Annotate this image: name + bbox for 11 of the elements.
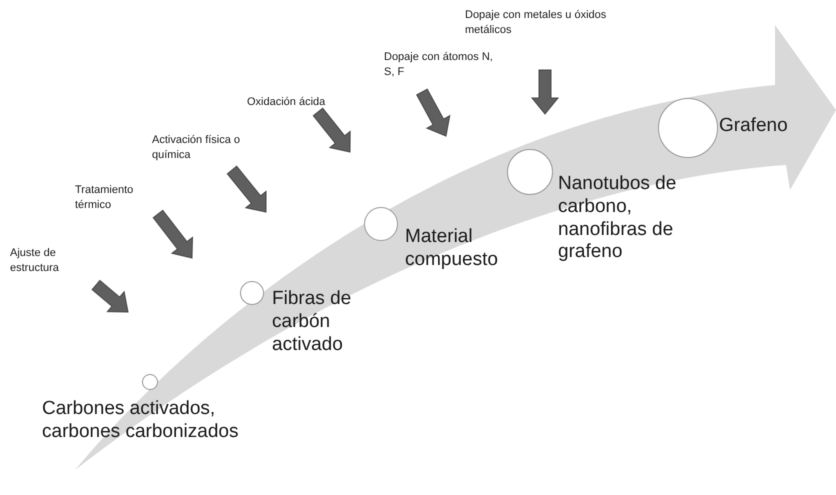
stage-caption: Material compuesto [405,226,499,272]
process-label: Activación física o química [152,133,242,163]
process-label: Dopaje con átomos N, S, F [384,50,494,80]
stage-caption: Grafeno [719,115,789,138]
stage-caption: Carbones activados, carbones carbonizados [42,398,240,444]
stage-caption: Fibras de carbón activado [272,288,352,356]
process-label: Dopaje con metales u óxidos metálicos [465,8,608,38]
process-label: Oxidación ácida [247,95,326,110]
stage-caption: Nanotubos de carbono, nanofibras de grafeno [558,173,678,264]
process-label: Tratamiento térmico [75,183,134,213]
process-label: Ajuste de estructura [10,246,60,276]
